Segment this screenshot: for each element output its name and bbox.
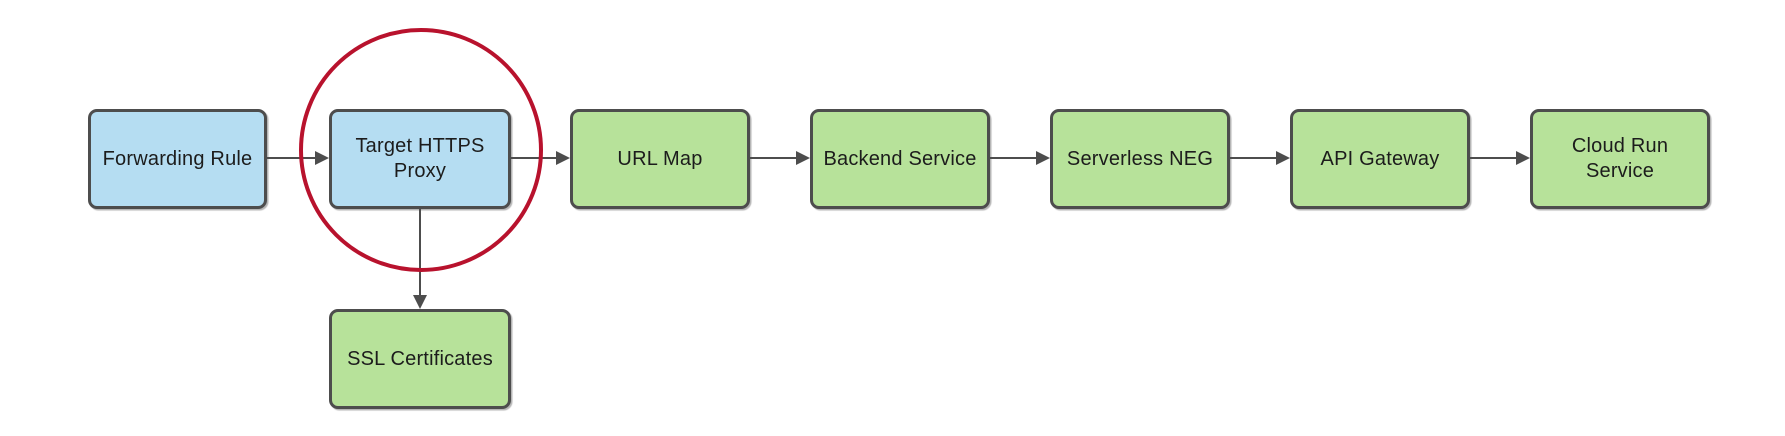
arrowhead-down-icon bbox=[413, 295, 427, 309]
arrowhead-right-icon bbox=[1036, 151, 1050, 165]
node-api-gateway-label: API Gateway bbox=[1320, 147, 1440, 170]
node-ssl-certificates-label: SSL Certificates bbox=[347, 347, 493, 370]
edge-line bbox=[267, 157, 315, 159]
node-backend-service: Backend Service bbox=[810, 109, 990, 209]
node-forwarding-rule-label: Forwarding Rule bbox=[102, 147, 253, 170]
node-backend-service-label: Backend Service bbox=[823, 147, 977, 170]
arrowhead-right-icon bbox=[1276, 151, 1290, 165]
node-url-map: URL Map bbox=[570, 109, 750, 209]
edge-line bbox=[990, 157, 1036, 159]
node-forwarding-rule: Forwarding Rule bbox=[88, 109, 267, 209]
node-ssl-certificates: SSL Certificates bbox=[329, 309, 511, 409]
highlight-circle-annotation bbox=[299, 28, 543, 272]
node-serverless-neg-label: Serverless NEG bbox=[1066, 147, 1214, 170]
node-url-map-label: URL Map bbox=[617, 147, 703, 170]
edge-line bbox=[1230, 157, 1276, 159]
edge-line bbox=[750, 157, 796, 159]
arrowhead-right-icon bbox=[556, 151, 570, 165]
node-cloud-run-service-label: Cloud Run Service bbox=[1571, 135, 1669, 182]
node-cloud-run-service: Cloud Run Service bbox=[1530, 109, 1710, 209]
node-api-gateway: API Gateway bbox=[1290, 109, 1470, 209]
node-serverless-neg: Serverless NEG bbox=[1050, 109, 1230, 209]
edge-line bbox=[1470, 157, 1516, 159]
arrowhead-right-icon bbox=[796, 151, 810, 165]
arrowhead-right-icon bbox=[1516, 151, 1530, 165]
